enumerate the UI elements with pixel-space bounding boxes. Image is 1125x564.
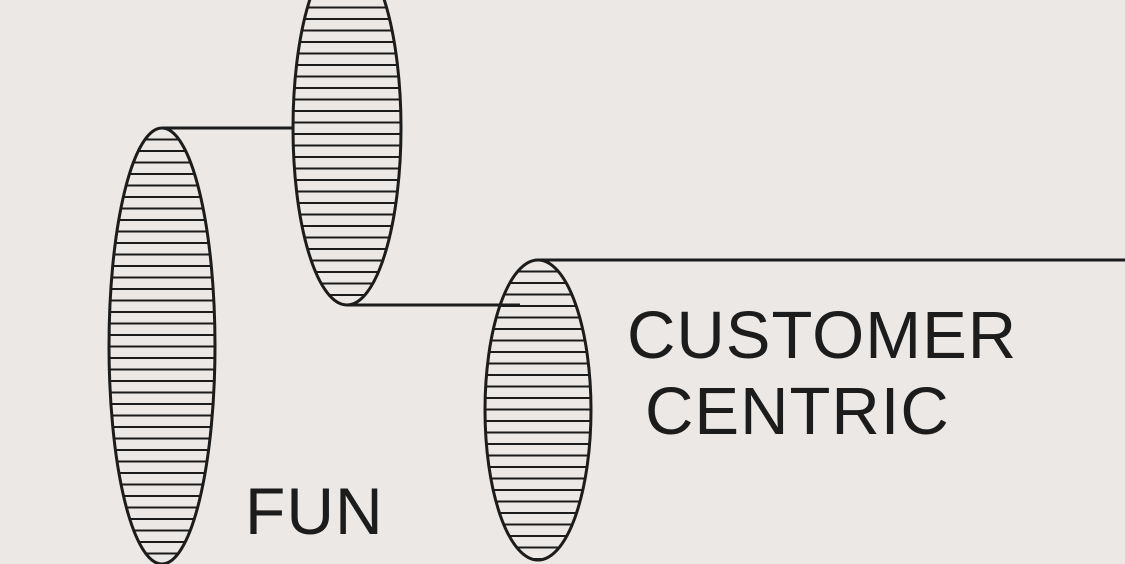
top-striped-ellipse: [291, 0, 403, 307]
label-fun: FUN: [245, 474, 384, 548]
stripes-left-ellipse: [109, 138, 215, 555]
label-customer: CUSTOMER: [627, 298, 1018, 373]
connector-lines: [162, 126, 1125, 307]
stripes-top-ellipse: [293, 6, 401, 296]
label-centric: CENTRIC: [645, 374, 950, 449]
right-striped-ellipse: [483, 258, 593, 562]
stripes-right-ellipse: [485, 270, 591, 560]
left-striped-ellipse: [107, 126, 217, 564]
label-customer-centric: CUSTOMER CENTRIC: [627, 298, 1017, 450]
